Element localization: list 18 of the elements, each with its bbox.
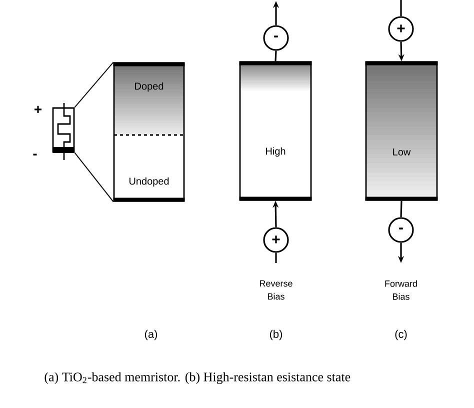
panel-label: (a) <box>144 330 158 340</box>
panel-label: (c) <box>395 330 407 340</box>
panel-label: (b) <box>270 330 282 340</box>
bias-label: Reverse Bias <box>260 280 292 300</box>
wire <box>274 50 277 62</box>
plus-sign: + <box>34 106 42 113</box>
caption: (a) TiO$_{2}$-based memristor. (b) High-resistan esistance state <box>44 372 350 384</box>
wire <box>275 252 277 263</box>
memristor-symbol <box>52 103 75 160</box>
layer-box: High <box>239 61 312 201</box>
layer-box: Doped Undoped <box>113 62 185 202</box>
wire <box>400 200 402 218</box>
zoom-line <box>74 152 114 202</box>
zoom-line <box>74 62 114 108</box>
bias-label: Forward Bias <box>385 280 417 300</box>
minus-sign: - <box>33 154 37 156</box>
wire <box>400 0 402 16</box>
layer-box: Low <box>365 61 438 201</box>
